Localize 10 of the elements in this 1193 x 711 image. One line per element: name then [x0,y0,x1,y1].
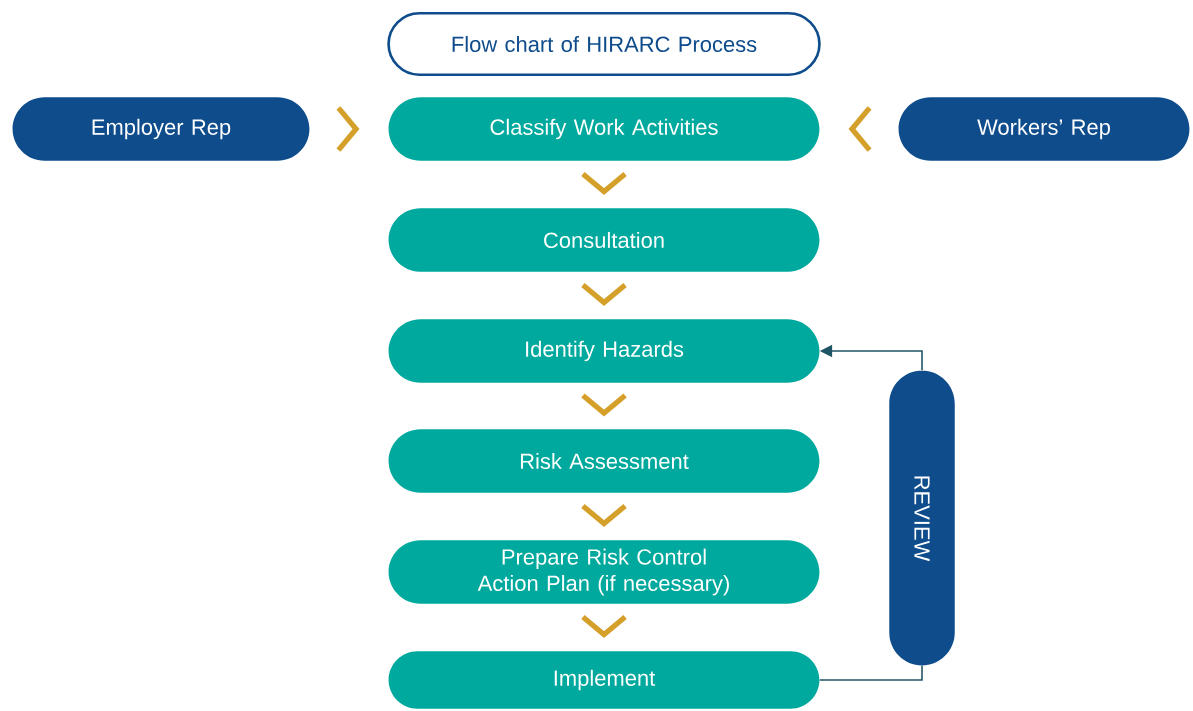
title-box: Flow chart of HIRARC Process [387,11,821,77]
stakeholder-pill: Employer Rep [12,97,310,161]
process-pill: Classify Work Activities [388,97,820,161]
process-pill: Identify Hazards [388,319,820,383]
review-pill: REVIEW [889,370,955,666]
stakeholder-pill: Workers’ Rep [898,97,1190,161]
process-pill: Implement [388,651,820,709]
process-pill: Consultation [388,208,820,272]
process-pill: Risk Assessment [388,429,820,493]
process-pill: Prepare Risk Control Action Plan (if necessary) [388,540,820,604]
